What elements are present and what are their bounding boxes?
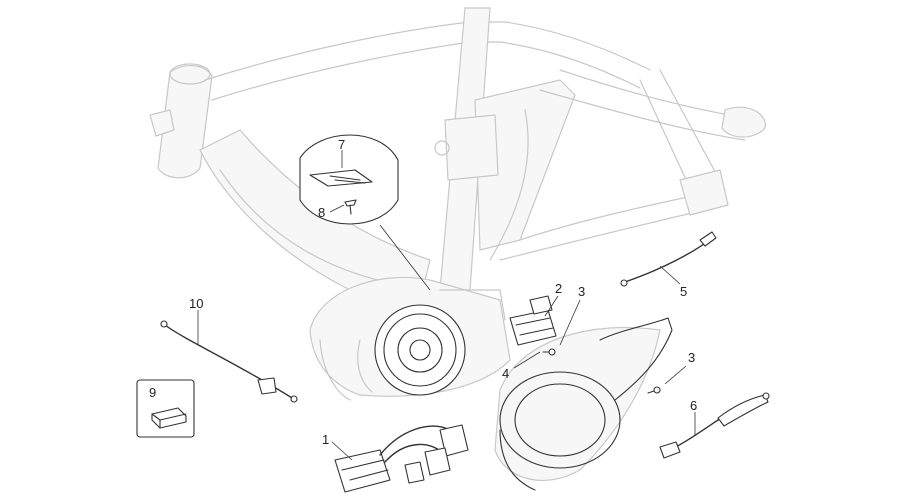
part-6-sensor [659, 392, 770, 459]
detail-inset [299, 134, 431, 291]
callout-label-8: 8 [318, 205, 325, 220]
part-10-cable [160, 310, 298, 403]
motor-unit [309, 276, 511, 401]
bike-frame-ghost [149, 7, 766, 301]
part-8-screw [344, 199, 357, 207]
motor-fan [374, 304, 466, 396]
callout-labels: 1 2 3 3 4 5 6 7 8 9 10 [149, 137, 697, 447]
part-3-screw-b [647, 365, 687, 394]
callout-label-3a: 3 [578, 284, 585, 299]
callout-label-7: 7 [338, 137, 345, 152]
part-5-cable [620, 231, 717, 287]
callout-label-1: 1 [322, 432, 329, 447]
callout-label-3b: 3 [688, 350, 695, 365]
callout-label-9: 9 [149, 385, 156, 400]
part-9-pad [136, 379, 195, 438]
part-2-connector [509, 295, 559, 346]
callout-label-6: 6 [690, 398, 697, 413]
callout-label-5: 5 [680, 284, 687, 299]
part-1-harness [331, 424, 469, 493]
part-4-leader [513, 351, 541, 369]
callout-label-10: 10 [189, 296, 203, 311]
callout-label-2: 2 [555, 281, 562, 296]
part-3-screw-a [542, 299, 581, 356]
callout-label-4: 4 [502, 366, 509, 381]
side-cover [494, 317, 673, 491]
